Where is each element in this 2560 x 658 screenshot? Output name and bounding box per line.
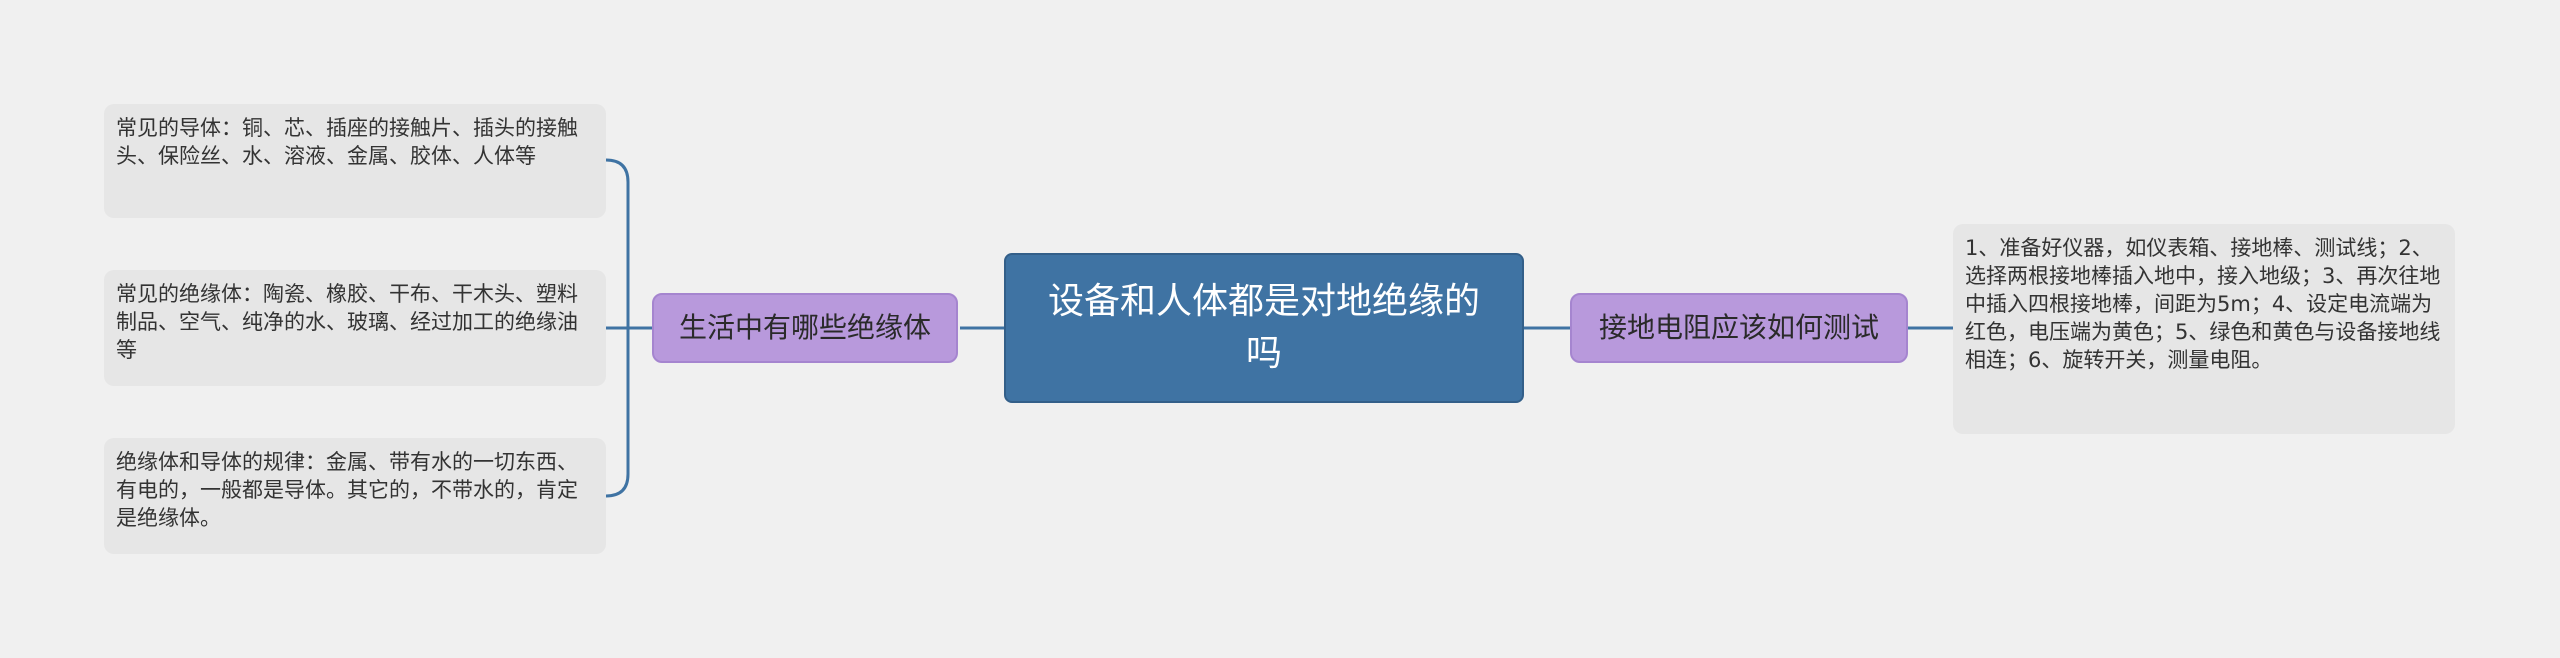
branch-insulators-in-life[interactable]: 生活中有哪些绝缘体 — [652, 293, 958, 363]
leaf-common-conductors-text: 常见的导体：铜、芯、插座的接触片、插头的接触头、保险丝、水、溶液、金属、胶体、人… — [116, 116, 578, 168]
central-topic[interactable]: 设备和人体都是对地绝缘的吗 — [1004, 253, 1524, 403]
leaf-insulator-conductor-rule[interactable]: 绝缘体和导体的规律：金属、带有水的一切东西、有电的，一般都是导体。其它的，不带水… — [104, 438, 606, 554]
leaf-test-steps-text: 1、准备好仪器，如仪表箱、接地棒、测试线；2、选择两根接地棒插入地中，接入地级；… — [1965, 236, 2441, 372]
leaf-common-insulators[interactable]: 常见的绝缘体：陶瓷、橡胶、干布、干木头、塑料制品、空气、纯净的水、玻璃、经过加工… — [104, 270, 606, 386]
leaf-test-steps[interactable]: 1、准备好仪器，如仪表箱、接地棒、测试线；2、选择两根接地棒插入地中，接入地级；… — [1953, 224, 2455, 434]
leaf-common-insulators-text: 常见的绝缘体：陶瓷、橡胶、干布、干木头、塑料制品、空气、纯净的水、玻璃、经过加工… — [116, 282, 578, 362]
leaf-rule-text: 绝缘体和导体的规律：金属、带有水的一切东西、有电的，一般都是导体。其它的，不带水… — [116, 450, 578, 530]
central-topic-label: 设备和人体都是对地绝缘的吗 — [1047, 281, 1480, 374]
leaf-common-conductors[interactable]: 常见的导体：铜、芯、插座的接触片、插头的接触头、保险丝、水、溶液、金属、胶体、人… — [104, 104, 606, 218]
branch-ground-resistance-label: 接地电阻应该如何测试 — [1598, 311, 1879, 344]
branch-insulators-label: 生活中有哪些绝缘体 — [678, 311, 931, 344]
branch-ground-resistance-test[interactable]: 接地电阻应该如何测试 — [1570, 293, 1908, 363]
